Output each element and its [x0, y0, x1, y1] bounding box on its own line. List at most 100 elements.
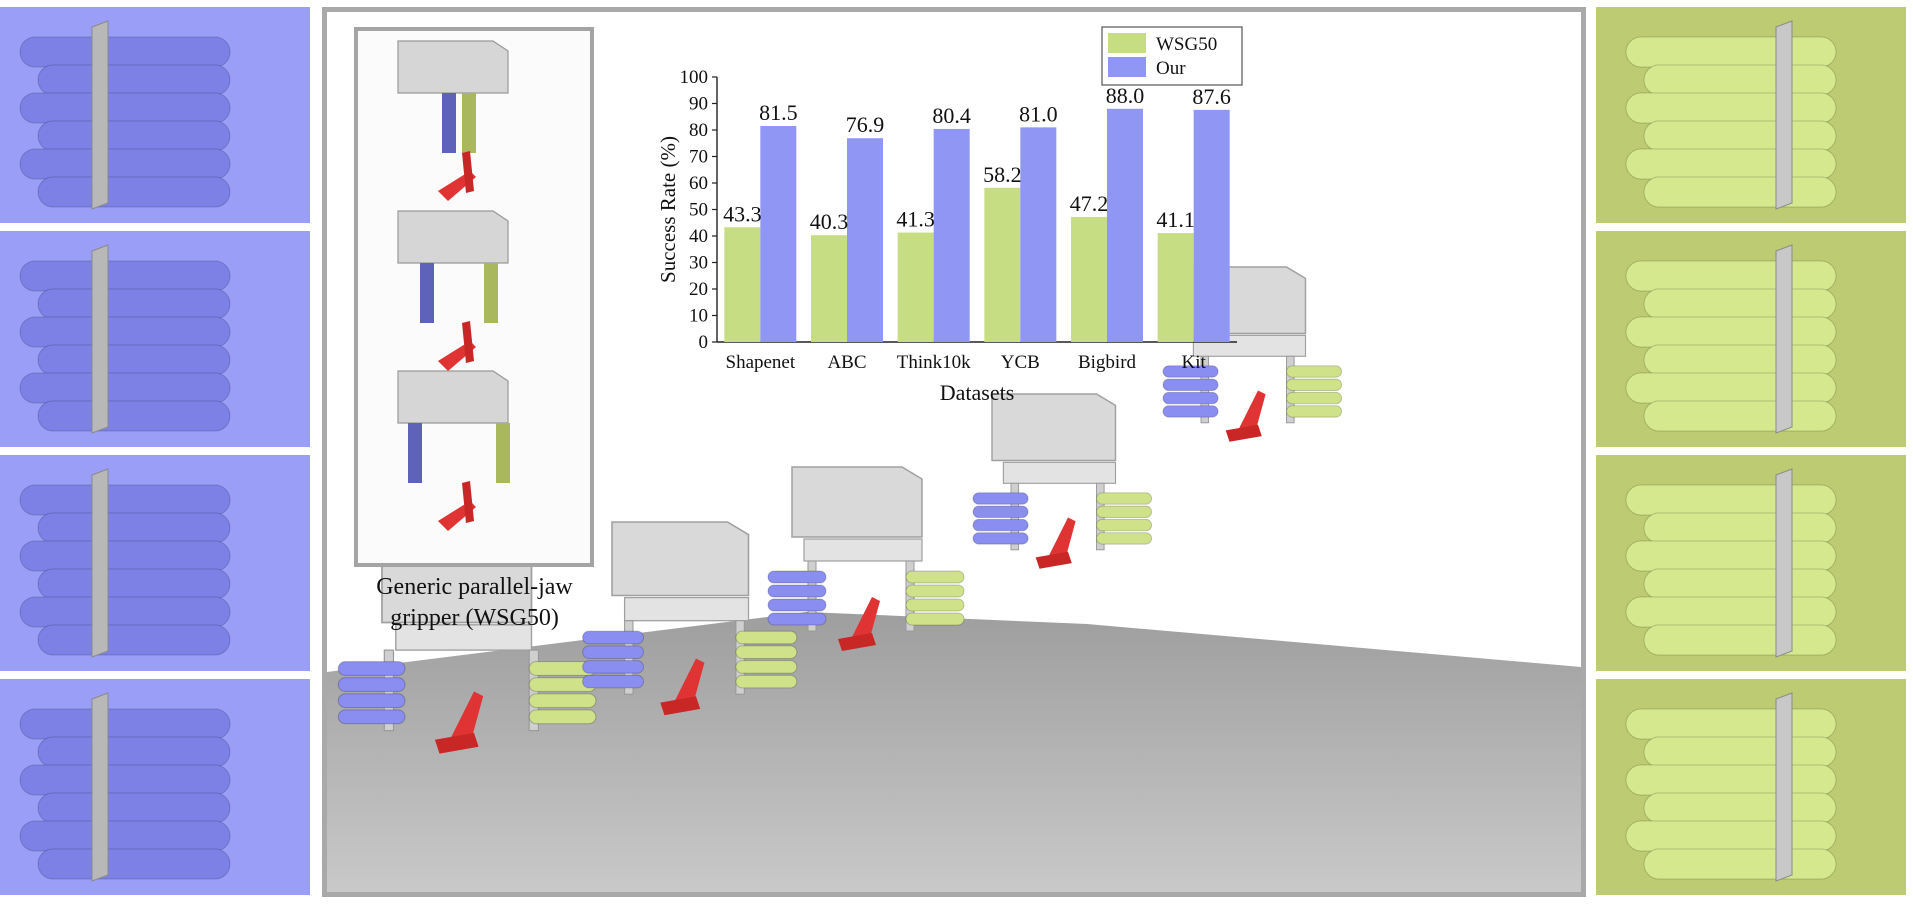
- rod-shape: [19, 36, 231, 68]
- rod-shape: [37, 288, 231, 320]
- bar-value-label: 80.4: [932, 103, 971, 128]
- rod-shape: [19, 92, 231, 124]
- rod-shape: [19, 316, 231, 348]
- legend-label: Our: [1156, 58, 1186, 79]
- right-render-panel-3: [1596, 455, 1906, 671]
- bar-value-label: 58.2: [983, 162, 1022, 187]
- rod-shape: [19, 708, 231, 740]
- legend-swatch: [1108, 33, 1146, 53]
- rod-shape: [19, 484, 231, 516]
- rod-shape: [1625, 708, 1837, 740]
- bar-value-label: 81.0: [1019, 101, 1058, 126]
- rod-shape: [1625, 596, 1837, 628]
- bar-our-abc: [847, 138, 883, 342]
- rod-shape: [1643, 400, 1837, 432]
- y-tick-label: 10: [689, 306, 708, 327]
- rod-shape: [37, 120, 231, 152]
- right-render-panel-1: [1596, 7, 1906, 223]
- bar-wsg50-abc: [811, 235, 847, 342]
- gripper-caption: Generic parallel-jaw gripper (WSG50): [327, 572, 622, 634]
- y-tick-label: 0: [699, 332, 709, 353]
- rod-shape: [1643, 288, 1837, 320]
- finger-plate: [91, 692, 109, 882]
- finger-plate: [1775, 244, 1793, 434]
- rod-shape: [19, 820, 231, 852]
- bar-our-think10k: [933, 128, 970, 342]
- x-tick-label: Kit: [1182, 352, 1207, 373]
- rod-shape: [1643, 736, 1837, 768]
- purple-finger-render: [0, 231, 310, 447]
- left-render-panel-1: [0, 7, 310, 223]
- bar-wsg50-think10k: [897, 232, 934, 342]
- y-axis-label: Success Rate (%): [657, 136, 680, 283]
- x-tick-label: Shapenet: [726, 352, 796, 373]
- y-tick-label: 100: [680, 67, 709, 88]
- rod-shape: [37, 176, 231, 208]
- left-render-panel-2: [0, 231, 310, 447]
- rod-shape: [37, 624, 231, 656]
- bar-wsg50-kit: [1157, 233, 1194, 342]
- rod-shape: [1625, 820, 1837, 852]
- purple-finger-render: [0, 679, 310, 895]
- legend-swatch: [1108, 57, 1146, 77]
- rod-shape: [37, 512, 231, 544]
- caption-line-2: gripper (WSG50): [390, 605, 559, 631]
- x-tick-label: Bigbird: [1078, 352, 1137, 373]
- purple-finger-render: [0, 455, 310, 671]
- gripper-model: [972, 393, 1153, 569]
- rod-shape: [1643, 792, 1837, 824]
- rod-shape: [37, 736, 231, 768]
- left-render-panel-4: [0, 679, 310, 895]
- bar-value-label: 81.5: [759, 100, 798, 125]
- wsg50-gripper-sequence: [397, 40, 510, 531]
- green-finger-render: [1596, 679, 1906, 895]
- rod-shape: [37, 568, 231, 600]
- x-axis-label: Datasets: [940, 380, 1015, 405]
- bar-our-shapenet: [760, 126, 797, 343]
- finger-plate: [1775, 468, 1793, 658]
- bar-value-label: 40.3: [810, 209, 849, 234]
- x-tick-label: ABC: [827, 352, 866, 373]
- bar-our-ycb: [1020, 127, 1057, 342]
- rod-shape: [1625, 36, 1837, 68]
- green-finger-render: [1596, 455, 1906, 671]
- left-render-panel-3: [0, 455, 310, 671]
- chart-bars: [724, 108, 1230, 343]
- bar-wsg50-shapenet: [724, 227, 761, 342]
- y-tick-label: 30: [689, 253, 708, 274]
- rod-shape: [19, 260, 231, 292]
- rod-shape: [37, 344, 231, 376]
- right-render-panel-2: [1596, 231, 1906, 447]
- rod-shape: [1625, 316, 1837, 348]
- y-tick-label: 60: [689, 173, 708, 194]
- y-tick-label: 70: [689, 147, 708, 168]
- legend-label: WSG50: [1156, 34, 1217, 55]
- main-scene-frame: Generic parallel-jaw gripper (WSG50) 0 10…: [322, 7, 1586, 897]
- caption-line-1: Generic parallel-jaw: [376, 574, 573, 600]
- rod-shape: [37, 848, 231, 880]
- finger-plate: [1775, 20, 1793, 210]
- rod-shape: [37, 400, 231, 432]
- rod-shape: [19, 148, 231, 180]
- finger-plate: [91, 468, 109, 658]
- rod-shape: [37, 64, 231, 96]
- finger-plate: [91, 20, 109, 210]
- y-tick-label: 90: [689, 94, 708, 115]
- gripper-model: [582, 521, 798, 716]
- y-tick-label: 40: [689, 226, 708, 247]
- bar-value-label: 87.6: [1192, 84, 1231, 109]
- bar-value-label: 88.0: [1106, 83, 1145, 108]
- bar-wsg50-bigbird: [1071, 216, 1107, 342]
- finger-plate: [91, 244, 109, 434]
- wsg50-gripper-model: [397, 40, 509, 201]
- bar-value-label: 41.1: [1156, 207, 1195, 232]
- rod-shape: [1643, 512, 1837, 544]
- rod-shape: [1625, 260, 1837, 292]
- rod-shape: [37, 792, 231, 824]
- bar-value-label: 43.3: [723, 201, 762, 226]
- rod-shape: [1625, 92, 1837, 124]
- bar-our-bigbird: [1107, 108, 1143, 342]
